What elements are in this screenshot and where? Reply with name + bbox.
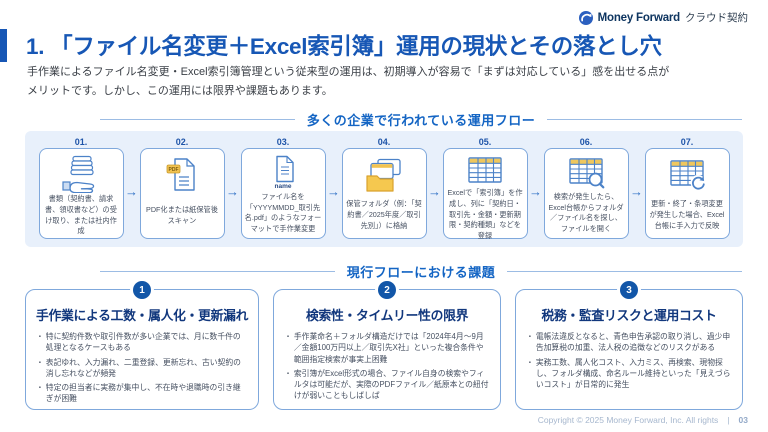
issues-section-heading: 現行フローにおける課題 bbox=[100, 262, 743, 281]
flow-step-card: Excelで「索引簿」を作成し、列に「契約日・取引先・金額・更新期限・契約種類」… bbox=[442, 148, 528, 241]
logo-product-text: クラウド契約 bbox=[685, 12, 748, 24]
flow-step-card: 更新・終了・条項変更が発生した場合、Excel台帳に手入力で反映 bbox=[644, 148, 730, 239]
step-number: 01. bbox=[74, 137, 88, 147]
bullet-marker: ・ bbox=[36, 332, 44, 341]
flow-arrow-icon: → bbox=[226, 184, 239, 199]
issues-heading-text: 現行フローにおける課題 bbox=[346, 265, 496, 280]
heading-line-right bbox=[547, 118, 742, 121]
flow-step-03: 03. name ファイル名を「YYYYMMDD_取引先名.pdf」のようなフォ… bbox=[240, 136, 326, 247]
heading-line-left bbox=[100, 118, 295, 121]
flow-step-card: 検索が発生したら、Excel台帳からフォルダ／ファイル名を探し、ファイルを開く bbox=[543, 148, 629, 239]
step-text: ファイル名を「YYYYMMDD_取引先名.pdf」のようなフォーマットで手作業変… bbox=[244, 191, 322, 234]
heading-line-right bbox=[507, 270, 743, 273]
step-number: 06. bbox=[579, 137, 593, 147]
step-text: Excelで「索引簿」を作成し、列に「契約日・取引先・金額・更新期限・契約種類」… bbox=[447, 188, 523, 241]
flow-heading-text: 多くの企業で行われている運用フロー bbox=[306, 113, 536, 128]
spreadsheet-icon bbox=[465, 155, 505, 187]
subtitle-line-2: メリットです。しかし、この運用には限界や課題もあります。 bbox=[27, 84, 333, 97]
issue-bullet: ・ 特に契約件数や取引件数が多い企業では、月に数千件の処理となるケースもある bbox=[36, 332, 241, 353]
flow-arrow-icon: → bbox=[529, 184, 542, 199]
spreadsheet-refresh-icon bbox=[667, 155, 707, 195]
step-number: 07. bbox=[680, 137, 694, 147]
flow-arrow-icon: → bbox=[428, 184, 441, 199]
flow-step-card: name ファイル名を「YYYYMMDD_取引先名.pdf」のようなフォーマット… bbox=[240, 148, 326, 239]
bullet-marker: ・ bbox=[36, 383, 44, 393]
step-number: 02. bbox=[175, 137, 189, 147]
flow-step-04: 04. 保管フォルダ（例：「契約書／2025年度／取引先別」）に格納 bbox=[341, 136, 427, 247]
svg-text:PDF: PDF bbox=[169, 167, 179, 173]
spreadsheet-search-icon bbox=[566, 155, 606, 191]
bullet-marker: ・ bbox=[526, 357, 534, 367]
heading-line-left bbox=[100, 270, 335, 273]
logo-brand-text: Money Forward bbox=[597, 11, 681, 24]
flow-step-02: 02. PDF PDF化または紙保管後スキャン bbox=[139, 136, 225, 247]
issue-number-badge: 2 bbox=[378, 281, 397, 299]
flow-section-heading: 多くの企業で行われている運用フロー bbox=[100, 110, 742, 129]
issue-bullet: ・ 電帳法違反となると、青色申告承認の取り消し、過少申告加算税の加重、法人税の追… bbox=[526, 332, 731, 353]
bullet-marker: ・ bbox=[36, 357, 44, 367]
step-text: 更新・終了・条項変更が発生した場合、Excel台帳に手入力で反映 bbox=[649, 199, 725, 230]
flow-step-card: 保管フォルダ（例：「契約書／2025年度／取引先別」）に格納 bbox=[341, 148, 427, 239]
issue-number-badge: 3 bbox=[620, 281, 639, 299]
issues-row: 1 手作業による工数・属人化・更新漏れ ・ 特に契約件数や取引件数が多い企業では… bbox=[25, 281, 744, 410]
flow-step-07: 07. 更新・終了・条項変更が発生した場合、Excel台帳に手入力で反映 bbox=[644, 136, 730, 247]
money-forward-logo: Money Forward クラウド契約 bbox=[578, 10, 748, 25]
flow-arrow-icon: → bbox=[327, 184, 340, 199]
step-text: 保管フォルダ（例：「契約書／2025年度／取引先別」）に格納 bbox=[346, 199, 422, 230]
title-accent-bar bbox=[0, 29, 7, 62]
file-name-icon: name bbox=[263, 155, 303, 191]
issue-number-badge: 1 bbox=[133, 281, 152, 299]
issue-bullet: ・ 手作業命名＋フォルダ構造だけでは「2024年4月～9月／金額100万円以上／… bbox=[284, 332, 484, 364]
issue-title: 税務・監査リスクと運用コスト bbox=[541, 308, 717, 323]
flow-arrow-icon: → bbox=[630, 184, 643, 199]
issue-title: 手作業による工数・属人化・更新漏れ bbox=[36, 308, 249, 323]
step-text: PDF化または紙保管後スキャン bbox=[146, 204, 218, 225]
flow-arrow-icon: → bbox=[125, 184, 138, 199]
issue-box-2: 2 検索性・タイムリー性の限界 ・ 手作業命名＋フォルダ構造だけでは「2024年… bbox=[273, 281, 502, 410]
step-text: 検索が発生したら、Excel台帳からフォルダ／ファイル名を探し、ファイルを開く bbox=[548, 191, 624, 234]
page-number: 03 bbox=[738, 415, 748, 425]
page-subtitle: 手作業によるファイル名変更・Excel索引簿管理という従来型の運用は、初期導入が… bbox=[27, 63, 742, 100]
page-title: 1. 「ファイル名変更＋Excel索引簿」運用の現状とその落とし穴 bbox=[26, 34, 662, 59]
pdf-document-icon: PDF bbox=[162, 155, 202, 195]
copyright-text: Copyright © 2025 Money Forward, Inc. All… bbox=[537, 415, 719, 425]
flow-step-card: PDF PDF化または紙保管後スキャン bbox=[139, 148, 225, 239]
issue-box-3: 3 税務・監査リスクと運用コスト ・ 電帳法違反となると、青色申告承認の取り消し… bbox=[515, 281, 744, 410]
flow-step-01: 01. 書類（契約書、請求書、領収書など）の受け取り、または社内作成 bbox=[38, 136, 124, 247]
flow-panel: 01. 書類（契約書、請求書、領収書など）の受け取り、または社内作成 → 0 bbox=[25, 131, 743, 247]
flow-step-card: 書類（契約書、請求書、領収書など）の受け取り、または社内作成 bbox=[38, 148, 124, 239]
flow-step-06: 06. 検索が発生したら、Excel台帳からフォルダ／ファイル名を探し、ファイル… bbox=[543, 136, 629, 247]
file-name-label: name bbox=[274, 183, 292, 191]
bullet-marker: ・ bbox=[284, 368, 292, 378]
issue-title: 検索性・タイムリー性の限界 bbox=[305, 308, 469, 323]
subtitle-line-1: 手作業によるファイル名変更・Excel索引簿管理という従来型の運用は、初期導入が… bbox=[27, 66, 670, 78]
footer: Copyright © 2025 Money Forward, Inc. All… bbox=[538, 415, 748, 425]
documents-hand-icon bbox=[61, 155, 101, 193]
footer-separator: | bbox=[727, 415, 730, 425]
storage-folder-icon bbox=[364, 155, 404, 195]
flow-step-05: 05. Excelで「索引簿」を作成し、列に「契約日・取引先・金額・更新期限・契… bbox=[442, 136, 528, 247]
money-forward-mark-icon bbox=[578, 10, 593, 25]
issue-bullet: ・ 特定の担当者に実務が集中し、不在時や退職時の引き継ぎが困難 bbox=[36, 383, 241, 404]
step-number: 05. bbox=[478, 137, 492, 147]
issue-bullet: ・ 実務工数、属人化コスト、入力ミス、再検索、現物探し、フォルダ構成、命名ルール… bbox=[526, 357, 731, 390]
step-number: 03. bbox=[276, 137, 290, 147]
bullet-marker: ・ bbox=[526, 332, 534, 341]
issue-bullet: ・ 索引簿がExcel形式の場合、ファイル自身の検索やフィルタは可能だが、実際の… bbox=[284, 368, 489, 401]
step-number: 04. bbox=[377, 137, 391, 147]
bullet-marker: ・ bbox=[284, 332, 292, 341]
step-text: 書類（契約書、請求書、領収書など）の受け取り、または社内作成 bbox=[45, 194, 117, 236]
issue-box-1: 1 手作業による工数・属人化・更新漏れ ・ 特に契約件数や取引件数が多い企業では… bbox=[25, 281, 260, 410]
issue-bullet: ・ 表記ゆれ、入力漏れ、二重登録、更新忘れ、古い契約の消し忘れなどが頻発 bbox=[36, 357, 241, 378]
